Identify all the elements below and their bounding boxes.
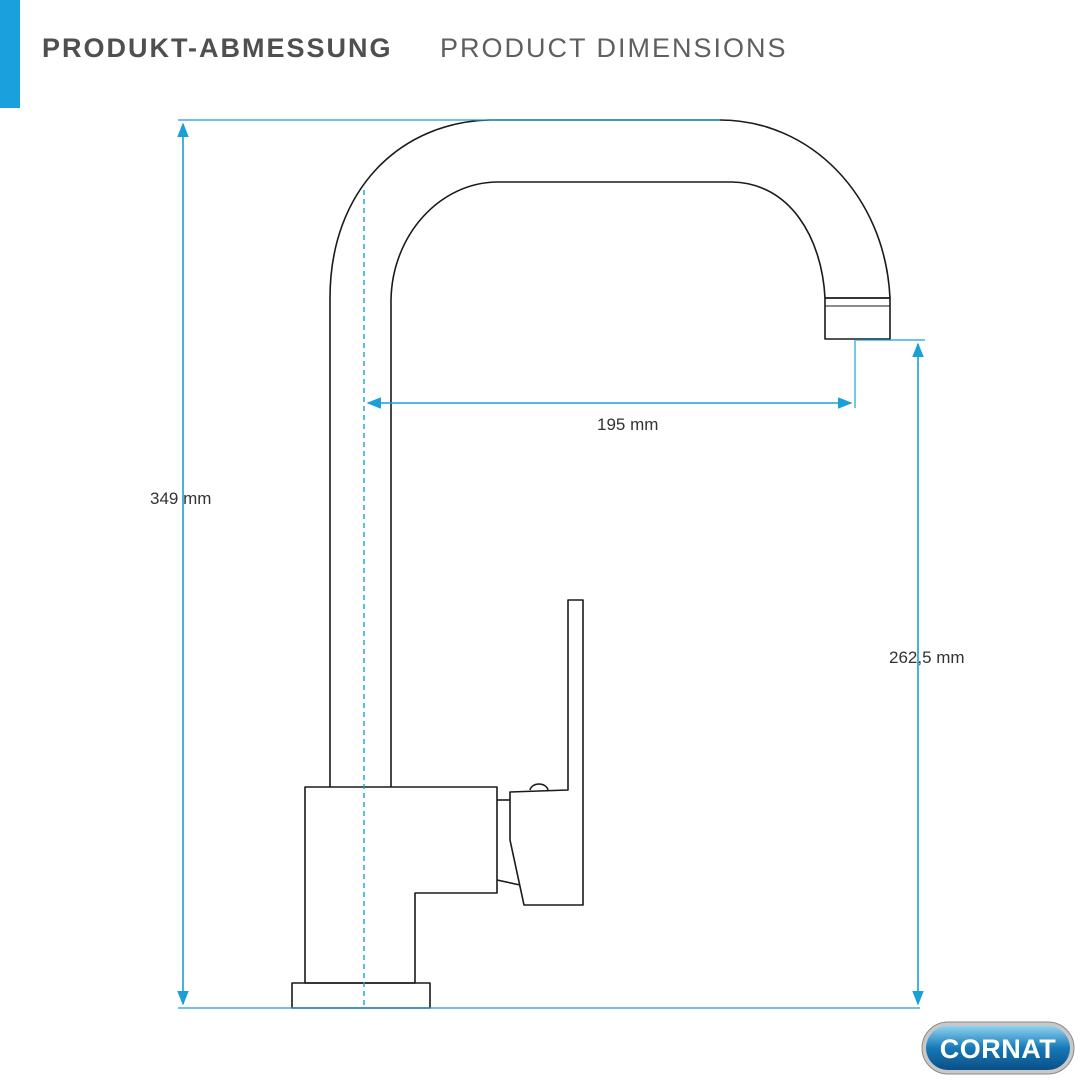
total-height-label: 349 mm [150,489,212,508]
reach-label: 195 mm [597,415,659,434]
faucet-outline [291,119,891,1009]
cornat-logo: CORNAT [921,1021,1075,1075]
brand-name: CORNAT [940,1034,1056,1064]
lever-handle [509,599,584,906]
dimension-lines [177,119,925,1009]
spout-tube [329,119,891,787]
mixer-body [304,786,498,984]
aerator-tip [824,297,891,340]
base-plate [291,982,431,1009]
title-english: PRODUCT DIMENSIONS [440,33,788,63]
title-german: PRODUKT-ABMESSUNG [42,33,393,63]
page-header: PRODUKT-ABMESSUNG PRODUCT DIMENSIONS [42,33,788,64]
accent-bar [0,0,20,108]
spout-height-label: 262,5 mm [889,648,965,667]
